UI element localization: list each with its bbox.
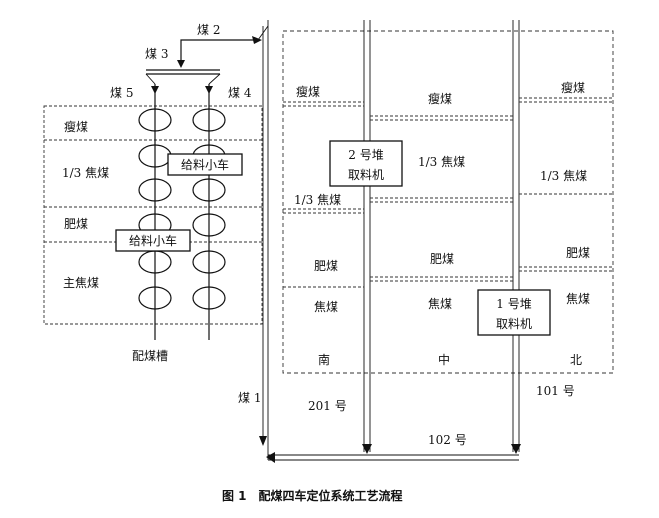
feeder-cart-label: 给料小车	[181, 157, 229, 172]
bin-label-13jiaomei: 1/3 焦煤	[62, 166, 109, 180]
hopper	[192, 286, 226, 310]
stacker-reclaimer-2-label: 2 号堆	[348, 148, 383, 162]
belt-3-label: 煤 3	[145, 47, 168, 61]
hopper	[138, 286, 172, 310]
belt-1-group: 煤 1	[238, 20, 269, 460]
belt-5-label: 煤 5	[110, 86, 133, 100]
arrow-down-icon	[362, 444, 372, 454]
belt-1-label: 煤 1	[238, 391, 261, 405]
yard-north-13jiaomei: 1/3 焦煤	[540, 169, 587, 183]
feeder-cart-box	[167, 153, 243, 176]
yard-north-feimei: 肥煤	[566, 246, 590, 260]
belt-201-label: 201 号	[308, 399, 347, 413]
arrow-down-icon	[511, 444, 521, 454]
hopper	[192, 108, 226, 132]
stacker-reclaimer-2-label: 取料机	[348, 168, 384, 182]
feeder-cart-label: 给料小车	[129, 233, 177, 248]
hopper	[192, 250, 226, 274]
stacker-reclaimer-1-label: 取料机	[496, 317, 532, 331]
yard-south-13jiaomei: 1/3 焦煤	[294, 193, 341, 207]
blending-bin-outline	[43, 105, 263, 325]
yard-north-shoumei: 瘦煤	[561, 80, 585, 95]
yard-north-label: 北	[570, 353, 582, 367]
yard-middle-feimei: 肥煤	[430, 252, 454, 266]
yard-south-feimei: 肥煤	[314, 259, 338, 273]
yard-south-jiaomei: 焦煤	[314, 300, 338, 314]
yard-north-jiaomei: 焦煤	[566, 292, 590, 306]
stacker-reclaimer-2-box	[329, 140, 403, 187]
chute-line	[208, 73, 221, 85]
yard-middle-13jiaomei: 1/3 焦煤	[418, 155, 465, 169]
yard-middle-shoumei: 瘦煤	[428, 91, 452, 106]
belt-2-label: 煤 2	[197, 23, 220, 37]
belt-102-label: 102 号	[428, 433, 467, 447]
hopper	[138, 108, 172, 132]
arrow-left-icon	[266, 452, 275, 463]
hopper	[192, 178, 226, 202]
feeder-cart-box	[115, 229, 191, 252]
yard-middle-label: 中	[438, 352, 450, 367]
figure-caption: 图 1 配煤四车定位系统工艺流程	[222, 488, 403, 503]
bin-label-zhujiaomei: 主焦煤	[63, 276, 99, 290]
bin-label-feimei: 肥煤	[64, 217, 88, 231]
belt-101-label: 101 号	[536, 384, 575, 398]
yard-middle-jiaomei: 焦煤	[428, 297, 452, 311]
yard-south-shoumei: 瘦煤	[296, 84, 320, 99]
arrow-down-icon	[151, 86, 159, 94]
hopper	[138, 178, 172, 202]
belt-4-label: 煤 4	[228, 86, 252, 100]
arrow-down-icon	[205, 86, 213, 94]
stock-yard-group: 2 号堆 取料机 1 号堆 取料机 瘦煤 1/3 焦煤 肥煤 焦煤 南 瘦煤 1…	[266, 20, 614, 463]
stacker-reclaimer-1-label: 1 号堆	[496, 297, 531, 311]
arrow-down-icon	[177, 60, 185, 68]
arrow-down-icon	[259, 436, 267, 446]
bin-title: 配煤槽	[132, 349, 168, 363]
yard-south-label: 南	[318, 352, 330, 367]
belt-2-line	[180, 39, 258, 62]
hopper	[192, 213, 226, 237]
chute-line	[145, 73, 156, 85]
stacker-reclaimer-1-box	[477, 289, 551, 336]
bin-label-shoumei: 瘦煤	[64, 119, 88, 134]
blending-bin-group: 给料小车 给料小车 瘦煤 1/3 焦煤 肥煤 主焦煤 配煤槽 煤 2 煤 3 煤…	[43, 23, 263, 363]
belt-1-line	[257, 25, 269, 41]
stock-yard-outline	[282, 30, 614, 374]
arrow-left-icon	[252, 36, 262, 44]
